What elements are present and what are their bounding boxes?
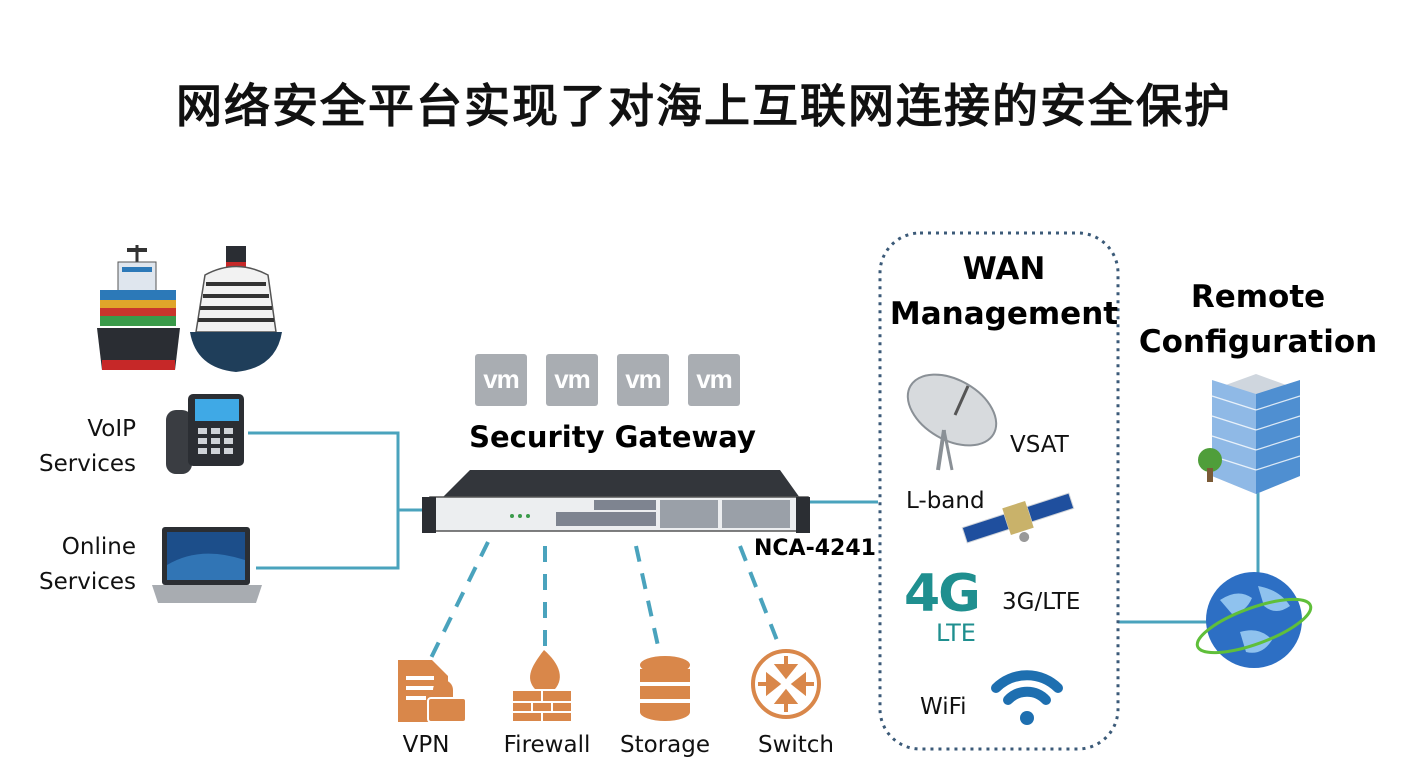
desk-phone-icon (166, 394, 244, 474)
firewall-label: Firewall (503, 732, 591, 758)
security-gateway-title: Security Gateway (469, 420, 756, 454)
wifi-icon (991, 670, 1063, 725)
vm-tile: vm (617, 354, 669, 406)
laptop-icon (152, 527, 262, 603)
vm-tile: vm (475, 354, 527, 406)
vpn-icon (398, 660, 467, 723)
vm-tile: vm (546, 354, 598, 406)
3g-lte-label: 3G/LTE (1002, 589, 1081, 615)
server-building-icon (1198, 374, 1301, 494)
lte-logo: LTE (936, 619, 976, 647)
wifi-label: WiFi (920, 694, 967, 720)
cruise-ship-icon (190, 246, 282, 372)
container-ship-icon (97, 245, 180, 370)
l-band-label: L-band (906, 488, 985, 514)
gateway-model-label: NCA-4241 (754, 536, 876, 561)
firewall-icon (511, 650, 573, 723)
wan-management-heading: WAN Management (889, 251, 1119, 332)
remote-configuration-heading: Remote Configuration (1138, 279, 1378, 360)
switch-label: Switch (757, 732, 835, 758)
satellite-dish-icon (906, 373, 998, 471)
function-dashed-lines (428, 541, 782, 661)
voip-services-label: VoIP Services (39, 416, 136, 477)
switch-icon (751, 649, 821, 719)
vpn-label: VPN (402, 732, 450, 758)
storage-icon (640, 656, 690, 721)
online-services-label: Online Services (39, 534, 136, 595)
vm-tile: vm (688, 354, 740, 406)
vsat-label: VSAT (1010, 432, 1069, 458)
left-connector-line (248, 431, 400, 570)
page-title: 网络安全平台实现了对海上互联网连接的安全保护 (176, 79, 1232, 133)
security-gateway-appliance (422, 470, 810, 533)
storage-label: Storage (620, 732, 710, 758)
globe-icon (1195, 572, 1313, 668)
satellite-icon (961, 492, 1075, 544)
4g-logo: 4G (904, 564, 981, 624)
